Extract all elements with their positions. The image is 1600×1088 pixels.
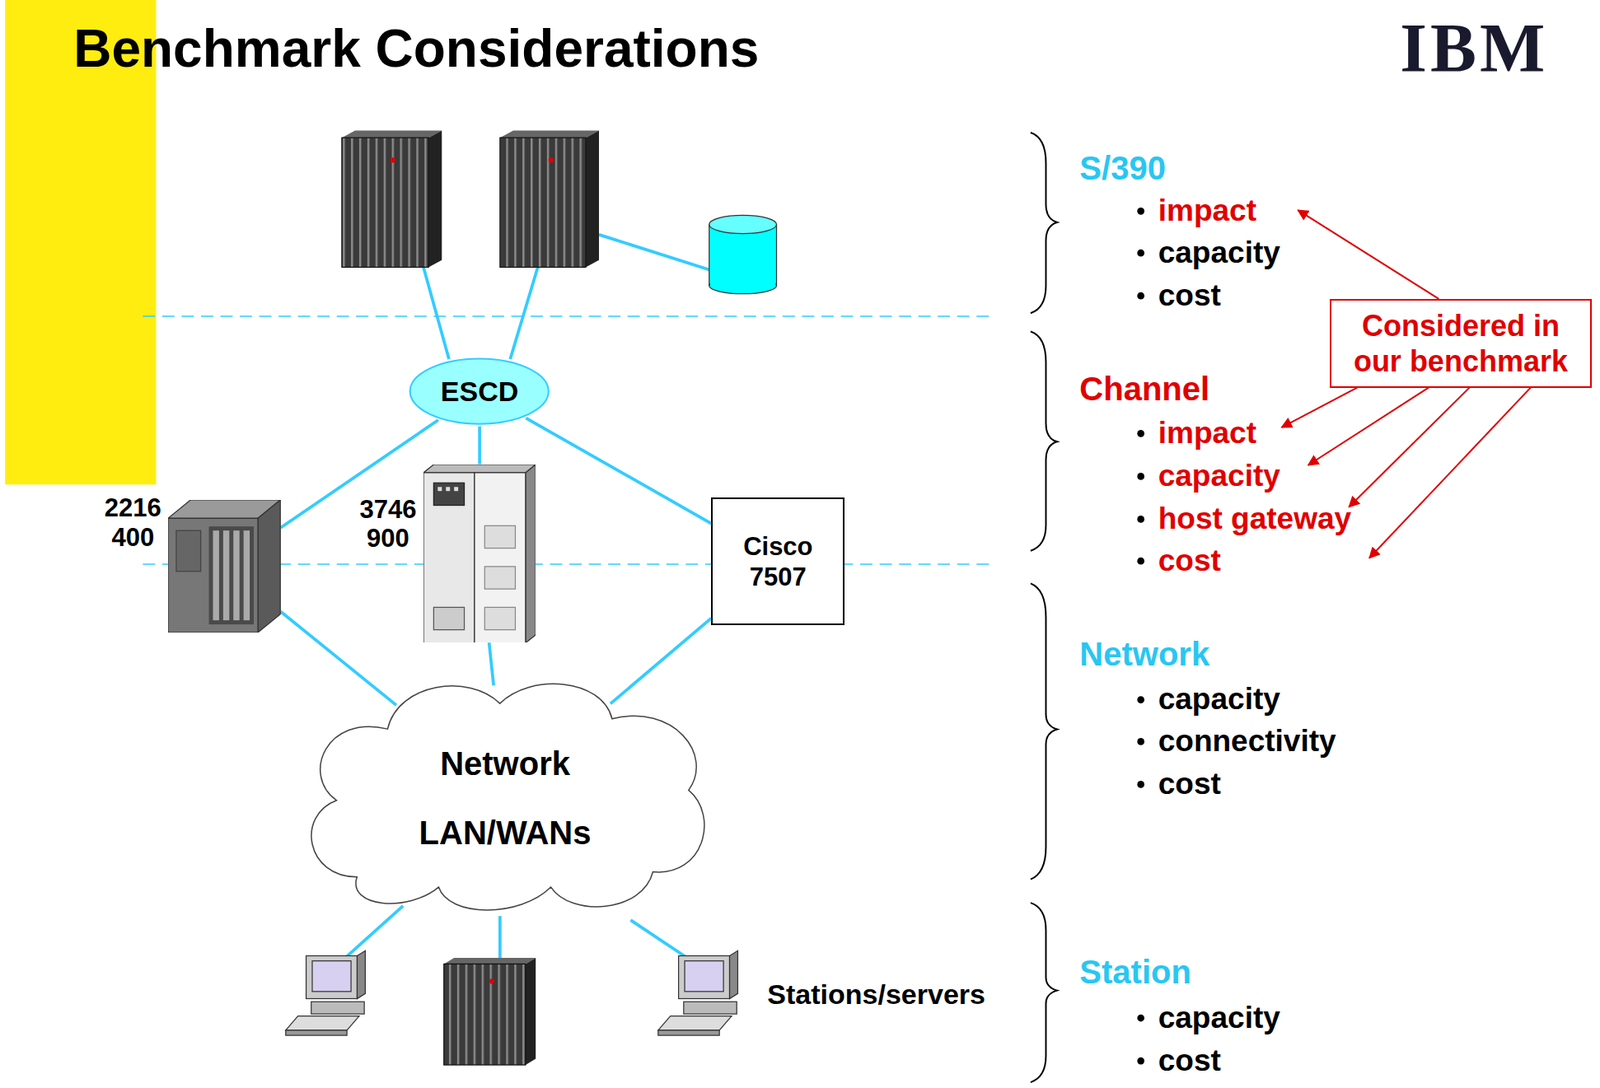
- mainframe: [500, 130, 599, 268]
- bullet-item: capacity: [1158, 459, 1281, 494]
- router-device: 2216 400: [168, 500, 281, 633]
- mainframe: [341, 130, 442, 268]
- bullet-item: cost: [1158, 279, 1222, 314]
- router-icon: [168, 500, 281, 633]
- disk-cylinder: [709, 215, 777, 294]
- bullet-item: impact: [1158, 416, 1257, 451]
- node-text: ESCD: [440, 374, 519, 409]
- logo-text: IBM: [1399, 10, 1549, 87]
- bullet-item: impact: [1158, 194, 1257, 229]
- router-box: Cisco 7507: [711, 497, 845, 626]
- link-line: [489, 642, 495, 686]
- bullet-item: capacity: [1158, 1001, 1281, 1036]
- node-text: Considered in our benchmark: [1342, 308, 1579, 379]
- section-heading: Channel: [1079, 370, 1210, 408]
- cloud-outline: [295, 673, 715, 913]
- bullet-item: connectivity: [1158, 725, 1337, 759]
- bullet-item: capacity: [1158, 236, 1281, 271]
- switch-ellipse: ESCD: [407, 356, 551, 426]
- node-text: LAN/WANs: [419, 813, 592, 853]
- bullet-item: cost: [1158, 1044, 1222, 1079]
- workstation: [285, 950, 366, 1036]
- bullet-item: cost: [1158, 544, 1222, 579]
- station-label: Stations/servers: [767, 979, 986, 1011]
- bullet-item: cost: [1158, 767, 1222, 802]
- callout-box: Considered in our benchmark: [1329, 299, 1592, 389]
- device-label: 2216 400: [100, 493, 165, 553]
- section-heading: Station: [1079, 954, 1192, 991]
- link-line: [525, 418, 712, 524]
- title: Benchmark Considerations: [73, 18, 759, 80]
- brace: [1030, 132, 1058, 1083]
- section-heading: S/390: [1079, 149, 1166, 187]
- bullet-item: capacity: [1158, 683, 1281, 717]
- workstation: [658, 950, 739, 1036]
- network-cloud: NetworkLAN/WANs: [295, 673, 715, 913]
- server: [444, 958, 536, 1066]
- section-heading: Network: [1079, 636, 1210, 673]
- link-line: [610, 618, 712, 705]
- controller-device: 3746 900: [423, 464, 536, 644]
- controller-cabinet: [423, 464, 536, 644]
- device-label: 3746 900: [355, 495, 421, 554]
- bullet-item: host gateway: [1158, 502, 1352, 537]
- node-text: Cisco 7507: [732, 531, 824, 593]
- link-line: [477, 426, 482, 465]
- node-text: Network: [439, 743, 571, 784]
- link-line: [280, 611, 397, 706]
